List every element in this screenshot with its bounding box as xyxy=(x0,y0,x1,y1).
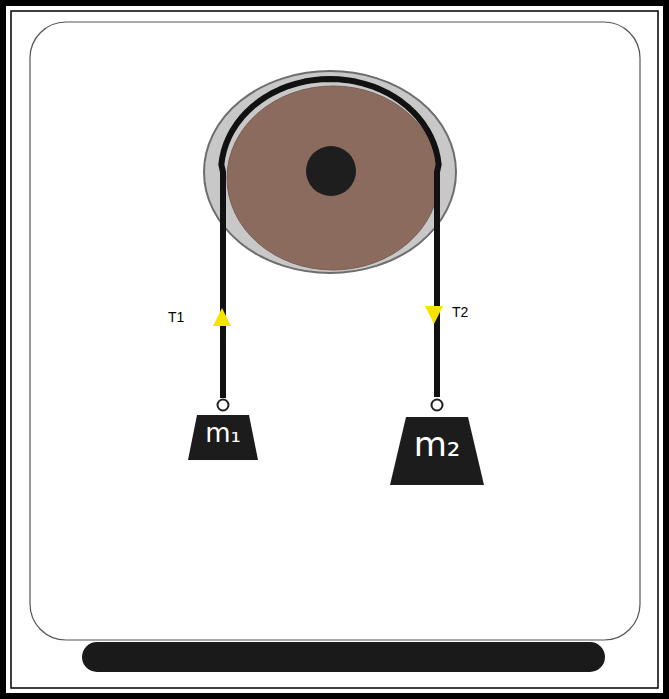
mass-label: m₁ xyxy=(185,420,261,446)
tension-arrow xyxy=(213,308,231,326)
inner-frame xyxy=(11,11,658,688)
tension-label: T2 xyxy=(452,304,468,320)
rope xyxy=(221,79,438,398)
pulley-rim xyxy=(204,71,456,273)
pulley-hub xyxy=(306,146,356,196)
mass-block: m₁ xyxy=(185,398,261,462)
tension-label: T1 xyxy=(168,309,184,325)
floor-bar xyxy=(82,642,605,672)
hook-ring xyxy=(432,400,443,411)
pulley-disk xyxy=(227,86,439,270)
mass-label: m₂ xyxy=(388,427,486,461)
tension-arrow xyxy=(425,306,443,324)
outer-frame xyxy=(3,3,666,696)
hook-ring xyxy=(218,400,229,411)
mass-block: m₂ xyxy=(388,397,486,487)
panel xyxy=(30,22,640,640)
